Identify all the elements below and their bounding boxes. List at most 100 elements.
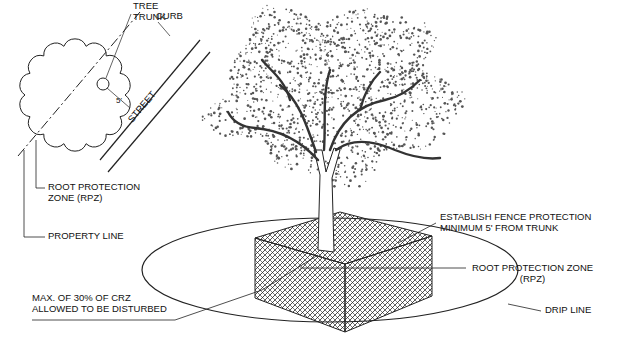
foliage-dot <box>410 94 412 96</box>
foliage-dot <box>344 184 345 185</box>
foliage-dot <box>243 90 245 92</box>
foliage-dot <box>394 66 395 67</box>
foliage-dot <box>265 99 267 101</box>
foliage-dot <box>265 135 267 137</box>
foliage-dot <box>234 60 236 62</box>
foliage-dot <box>311 111 313 113</box>
foliage-dot <box>343 87 346 90</box>
foliage-dot <box>387 67 388 68</box>
foliage-dot <box>300 83 302 85</box>
foliage-dot <box>255 31 258 34</box>
foliage-dot <box>367 157 369 159</box>
foliage-dot <box>427 122 430 125</box>
label-text: MAX. OF 30% OF CRZ ALLOWED TO BE DISTURB… <box>32 292 167 314</box>
foliage-dot <box>440 89 441 90</box>
foliage-dot <box>369 54 371 56</box>
foliage-dot <box>368 52 369 53</box>
foliage-dot <box>258 51 261 54</box>
foliage-dot <box>253 69 254 70</box>
curb-line <box>100 40 200 160</box>
foliage-dot <box>393 82 395 84</box>
foliage-dot <box>291 29 293 31</box>
foliage-dot <box>236 86 238 88</box>
foliage-dot <box>249 62 251 64</box>
foliage-dot <box>299 136 301 138</box>
foliage-dot <box>263 80 265 82</box>
foliage-dot <box>345 50 347 52</box>
foliage-dot <box>367 37 369 39</box>
foliage-dot <box>398 145 401 148</box>
foliage-dot <box>322 102 324 104</box>
foliage-dot <box>334 42 336 44</box>
foliage-dot <box>345 132 346 133</box>
foliage-dot <box>312 119 314 121</box>
foliage-dot <box>382 17 383 18</box>
foliage-dot <box>267 75 268 76</box>
foliage-dot <box>377 68 378 69</box>
foliage-dot <box>423 31 424 32</box>
foliage-dot <box>269 110 272 113</box>
foliage-dot <box>427 90 428 91</box>
foliage-dot <box>252 97 254 99</box>
foliage-dot <box>232 87 234 89</box>
foliage-dot <box>352 89 353 90</box>
foliage-dot <box>268 23 270 25</box>
foliage-dot <box>354 175 356 177</box>
foliage-dot <box>405 21 407 23</box>
foliage-dot <box>265 51 268 54</box>
foliage-dot <box>289 82 291 84</box>
foliage-dot <box>309 25 310 26</box>
foliage-dot <box>285 8 287 10</box>
foliage-dot <box>324 49 325 50</box>
foliage-dot <box>386 16 389 19</box>
foliage-dot <box>350 128 351 129</box>
foliage-dot <box>361 173 363 175</box>
foliage-dot <box>434 111 435 112</box>
foliage-dot <box>391 67 394 70</box>
foliage-dot <box>347 102 350 105</box>
foliage-dot <box>332 107 334 109</box>
foliage-dot <box>346 157 348 159</box>
foliage-dot <box>404 74 406 76</box>
foliage-dot <box>367 130 369 132</box>
foliage-dot <box>413 68 415 70</box>
foliage-dot <box>402 72 404 74</box>
foliage-dot <box>411 43 412 44</box>
foliage-dot <box>239 127 241 129</box>
foliage-dot <box>348 145 350 147</box>
foliage-dot <box>313 82 315 84</box>
foliage-dot <box>260 133 262 135</box>
foliage-dot <box>439 113 441 115</box>
foliage-dot <box>269 14 271 16</box>
foliage-dot <box>299 17 301 19</box>
foliage-dot <box>374 151 376 153</box>
foliage-dot <box>259 71 260 72</box>
foliage-dot <box>374 145 375 146</box>
foliage-dot <box>246 111 247 112</box>
foliage-dot <box>317 66 318 67</box>
foliage-dot <box>296 67 299 70</box>
foliage-dot <box>357 153 359 155</box>
foliage-dot <box>369 52 371 54</box>
foliage-dot <box>324 40 326 42</box>
foliage-dot <box>323 88 325 90</box>
street-line <box>108 52 210 172</box>
foliage-dot <box>382 118 384 120</box>
foliage-dot <box>266 133 267 134</box>
foliage-dot <box>300 60 303 63</box>
foliage-dot <box>410 128 412 130</box>
foliage-dot <box>443 102 446 105</box>
foliage-dot <box>378 59 381 62</box>
foliage-dot <box>353 73 355 75</box>
foliage-dot <box>282 40 284 42</box>
foliage-dot <box>278 125 281 128</box>
foliage-dot <box>248 59 249 60</box>
foliage-dot <box>366 164 368 166</box>
foliage-dot <box>356 145 358 147</box>
foliage-dot <box>424 85 426 87</box>
foliage-dot <box>404 70 407 73</box>
foliage-dot <box>431 120 434 123</box>
foliage-dot <box>415 138 416 139</box>
foliage-dot <box>219 133 221 135</box>
foliage-dot <box>241 134 242 135</box>
